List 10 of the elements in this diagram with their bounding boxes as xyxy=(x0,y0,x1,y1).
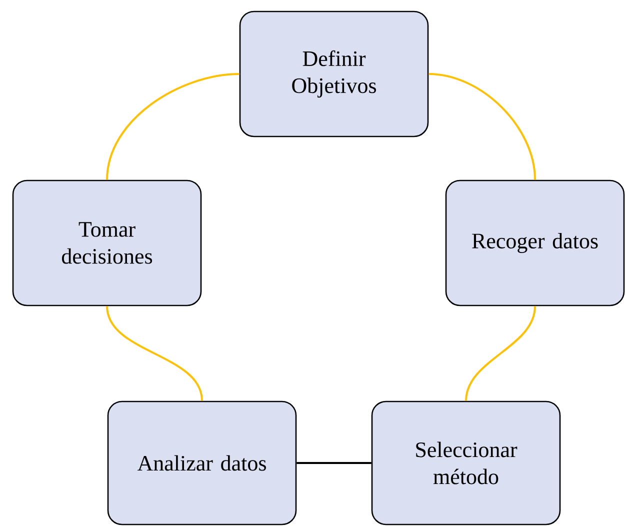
process-box: Tomar decisiones xyxy=(12,180,202,306)
connector xyxy=(465,306,536,401)
connector xyxy=(296,462,372,464)
process-box: Recoger datos xyxy=(445,180,625,306)
connector xyxy=(106,73,240,180)
process-box: Analizar datos xyxy=(107,400,297,526)
process-box: Definir Objetivos xyxy=(239,10,429,138)
connector xyxy=(428,73,536,180)
connector xyxy=(106,306,203,402)
process-box: Seleccionar método xyxy=(371,400,561,526)
